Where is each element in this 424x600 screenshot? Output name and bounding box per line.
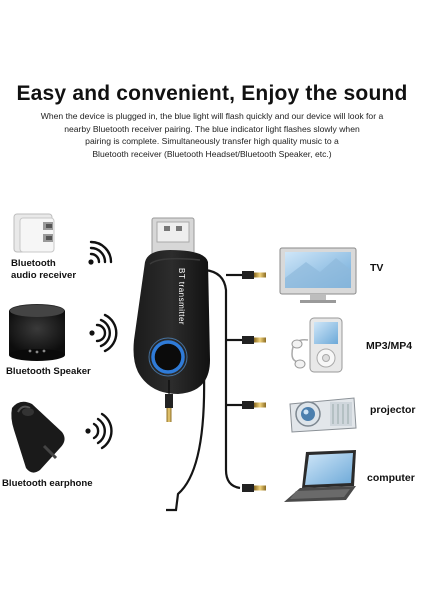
label-audio-receiver: Bluetooth audio receiver [11,258,76,282]
description-line-2: nearby Bluetooth receiver pairing. The b… [64,123,360,134]
label-computer: computer [367,472,415,484]
tv-icon [279,247,357,303]
description-line-4: Bluetooth receiver (Bluetooth Headset/Bl… [92,148,332,159]
description-line-3: pairing is complete. Simultaneously tran… [85,136,339,147]
wifi-signal-icon [88,240,113,265]
bt-transmitter-device [133,217,210,422]
wifi-signal-icon [85,412,113,450]
description-line-1: When the device is plugged in, the blue … [40,111,384,121]
aux-cable-bundle [166,268,242,512]
wifi-signal-icon [89,313,118,353]
projector-icon [289,397,357,433]
label-bluetooth-speaker: Bluetooth Speaker [6,366,91,377]
label-tv: TV [370,262,384,274]
description: When the device is plugged in, the blue … [6,110,418,160]
mp3-player-icon [291,317,343,373]
usb-receiver-icon [13,213,55,253]
aux-jack-icon [242,271,266,492]
label-audio-receiver-line-1: Bluetooth [11,258,56,269]
label-audio-receiver-line-2: audio receiver [11,270,77,281]
bt-transmitter-label: BT transmitter [177,268,186,325]
laptop-icon [284,450,356,502]
speaker-icon [9,304,65,361]
label-mp3: MP3/MP4 [366,340,413,352]
earphone-icon [11,401,65,473]
headline: Easy and convenient, Enjoy the sound [16,82,408,105]
label-projector: projector [370,404,416,416]
label-bluetooth-earphone: Bluetooth earphone [2,478,93,489]
